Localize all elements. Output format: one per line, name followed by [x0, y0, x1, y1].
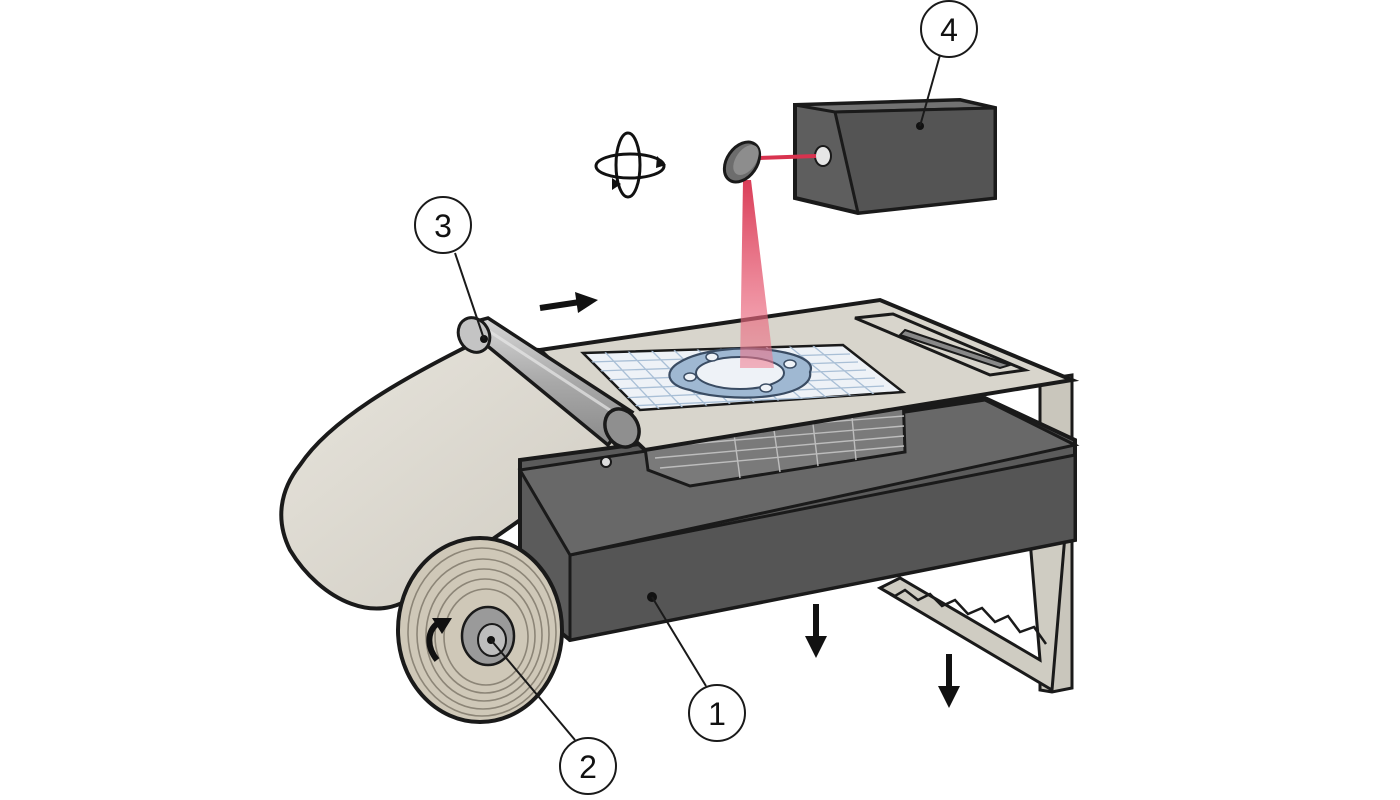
arrow-down-icon-2 — [938, 654, 960, 708]
callout-3: 3 — [415, 197, 471, 253]
scanning-mirror — [717, 135, 767, 188]
arrow-right-icon — [540, 292, 598, 313]
cut-part — [669, 349, 811, 398]
arrow-down-icon — [805, 604, 827, 658]
callout-label-2: 2 — [579, 749, 597, 785]
callout-label-4: 4 — [940, 12, 958, 48]
rotation-icon — [596, 133, 666, 197]
callout-1: 1 — [689, 685, 745, 741]
callout-label-3: 3 — [434, 208, 452, 244]
callout-label-1: 1 — [708, 696, 726, 732]
callout-4: 4 — [921, 1, 977, 57]
callout-2: 2 — [560, 738, 616, 794]
laser-source — [795, 100, 995, 213]
